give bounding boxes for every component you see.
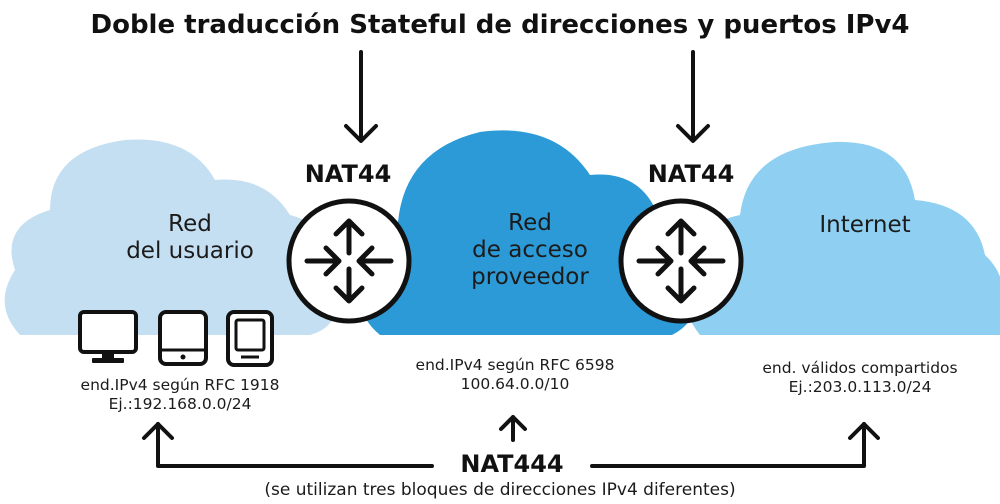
nat44-left-label: NAT44 [304,160,392,188]
nat44-right-label: NAT44 [647,160,735,188]
internet-address-info: end. válidos compartidos Ej.:203.0.113.0… [730,359,990,397]
provider-address-line1: end.IPv4 según RFC 6598 [415,356,615,374]
tablet-icon [158,310,208,366]
internet-cloud [686,141,1000,335]
title-arrow-left [344,50,378,143]
provider-network-line1: Red [508,210,552,236]
footnote: (se utilizan tres bloques de direcciones… [264,480,736,500]
monitor-icon [78,310,138,363]
internet-label: Internet [819,212,911,238]
provider-address-info: end.IPv4 según RFC 6598 100.64.0.0/10 [385,356,645,394]
diagram-title: Doble traducción Stateful de direcciones… [90,10,910,40]
user-address-line1: end.IPv4 según RFC 1918 [80,376,280,394]
title-arrow-right [676,50,710,143]
internet-address-line1: end. válidos compartidos [762,359,958,377]
user-address-line2: Ej.:192.168.0.0/24 [108,395,252,413]
user-network-line2: del usuario [126,238,254,264]
router-right-icon [618,198,744,324]
provider-network-label: Red de acceso proveedor [440,210,620,291]
nat444-bracket [142,415,880,468]
provider-network-line3: proveedor [471,264,589,290]
user-network-label: Red del usuario [100,211,280,265]
user-network-cloud [4,139,335,335]
user-network-line1: Red [168,211,212,237]
provider-network-line2: de acceso [472,237,588,263]
provider-network-cloud [362,130,694,335]
internet-address-line2: Ej.:203.0.113.0/24 [788,378,932,396]
router-left-icon [286,198,412,324]
provider-address-line2: 100.64.0.0/10 [460,375,570,393]
nat444-label: NAT444 [460,450,564,478]
user-address-info: end.IPv4 según RFC 1918 Ej.:192.168.0.0/… [50,376,310,414]
ereader-icon [226,310,274,367]
